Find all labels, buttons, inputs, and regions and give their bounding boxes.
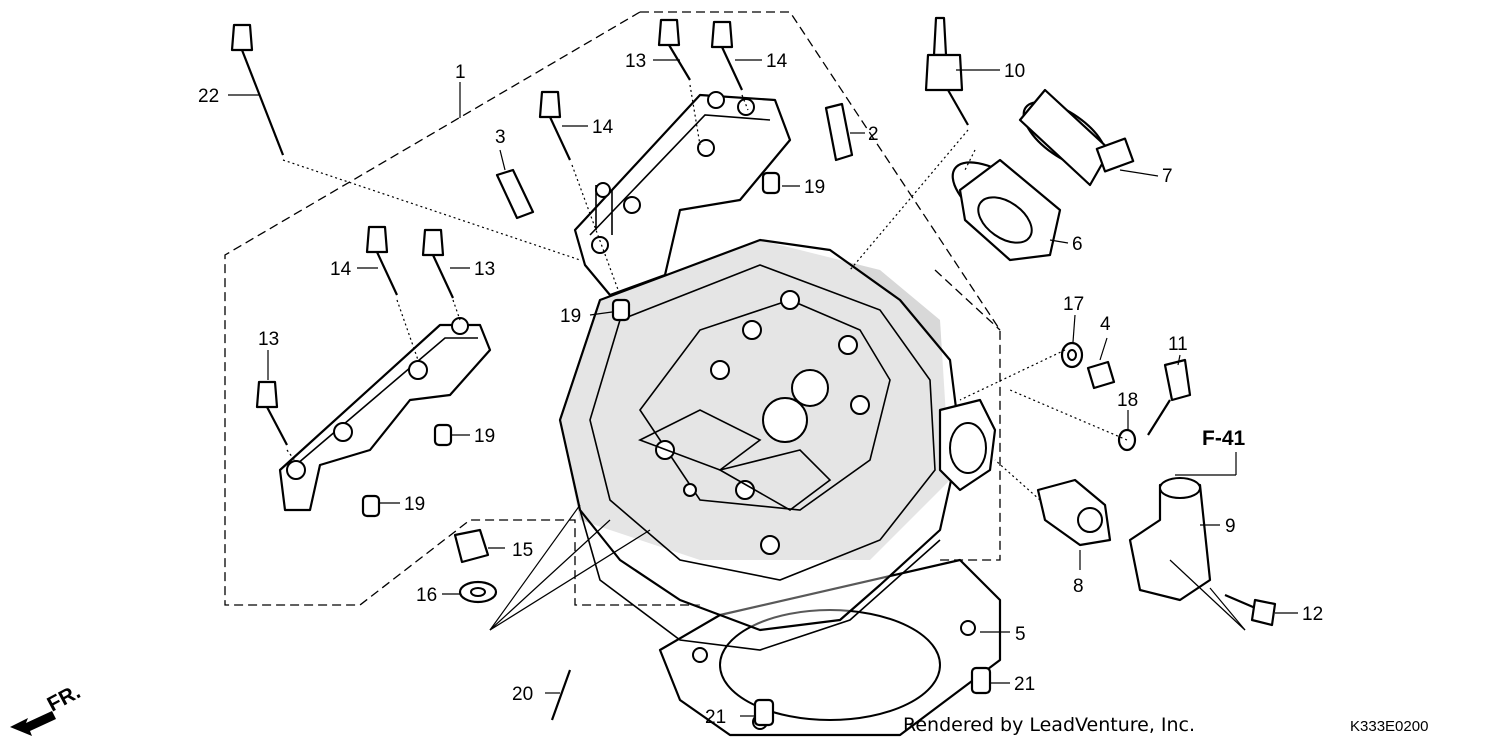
callout-14-top: 14: [766, 51, 788, 72]
callout-5: 5: [1015, 624, 1026, 645]
reference-label: F-41: [1202, 427, 1246, 450]
callout-19-top: 19: [804, 177, 825, 198]
assembly-group-outline-inner: [934, 269, 1001, 331]
callout-21-right: 21: [1014, 674, 1035, 695]
callout-10: 10: [1004, 61, 1025, 82]
render-credit: Rendered by LeadVenture, Inc.: [903, 714, 1195, 736]
callout-12: 12: [1302, 604, 1323, 625]
callout-18: 18: [1117, 390, 1138, 411]
camshaft-holder-lower: [278, 317, 492, 512]
valve-guide-2: [824, 102, 854, 162]
callout-19-mid: 19: [560, 306, 581, 327]
callout-22: 22: [198, 86, 219, 107]
bolt-14-top: [710, 20, 743, 91]
callout-13-mid: 13: [474, 259, 495, 280]
intake-port-flange: [938, 398, 997, 492]
callout-16: 16: [416, 585, 437, 606]
callout-9: 9: [1225, 516, 1236, 537]
dowel-pin-19-d: [361, 494, 381, 518]
callout-21-bottom: 21: [705, 707, 726, 728]
callout-6: 6: [1072, 234, 1083, 255]
callout-14-mid: 14: [592, 117, 614, 138]
callout-11: 11: [1168, 334, 1188, 355]
callout-19-left: 19: [474, 426, 495, 447]
washer-17: [1060, 341, 1084, 369]
stud-20: [550, 669, 572, 721]
callout-20: 20: [512, 684, 533, 705]
callout-13-left: 13: [258, 329, 279, 350]
callout-8: 8: [1073, 576, 1084, 597]
valve-guide-3: [495, 168, 535, 220]
front-direction-arrow: FR.: [10, 680, 84, 736]
callout-7: 7: [1162, 166, 1173, 187]
callout-4: 4: [1100, 314, 1111, 335]
thermostat-cover-9: [1128, 477, 1212, 602]
sensor-11: [1147, 358, 1192, 436]
callout-14-left: 14: [330, 259, 352, 280]
callout-17: 17: [1063, 294, 1084, 315]
callout-1: 1: [455, 62, 466, 83]
washer-16: [458, 580, 498, 604]
bolt-14-left: [365, 225, 398, 296]
alignment-lines: [282, 84, 1128, 501]
camshaft-holder-upper: [573, 91, 792, 297]
dowel-21-b: [753, 698, 775, 727]
dowel-pin-19-a: [761, 171, 781, 195]
bolt-14-mid: [538, 90, 571, 161]
cylinder-head-body: [558, 238, 962, 651]
spark-plug-10: [924, 16, 969, 126]
bolt-12: [1224, 593, 1277, 627]
nut-15: [453, 528, 490, 564]
bolt-13-top: [657, 18, 691, 81]
assembly-group-outline-left: [224, 11, 700, 606]
leader-lines: [228, 59, 1298, 717]
callout-2: 2: [868, 124, 879, 145]
callout-3: 3: [495, 127, 506, 148]
front-marker-text: FR.: [44, 680, 85, 716]
dowel-pin-19-b: [611, 298, 631, 322]
diagram-code: K333E0200: [1350, 718, 1428, 735]
callout-13-top: 13: [625, 51, 646, 72]
bolt-13-left-lower: [255, 380, 288, 446]
thermostat-8: [1036, 478, 1112, 547]
insulator-band-7: [1018, 88, 1135, 187]
callout-19-bottom: 19: [404, 494, 425, 515]
callout-15: 15: [512, 540, 533, 561]
dowel-pin-19-c: [433, 423, 453, 447]
assembly-group-outline: [640, 11, 1001, 561]
bolt-22: [230, 23, 285, 156]
plug-4: [1086, 360, 1116, 390]
intake-insulator-6: [951, 158, 1062, 262]
bolt-13-left-upper: [421, 228, 454, 299]
dowel-21-a: [970, 666, 992, 695]
